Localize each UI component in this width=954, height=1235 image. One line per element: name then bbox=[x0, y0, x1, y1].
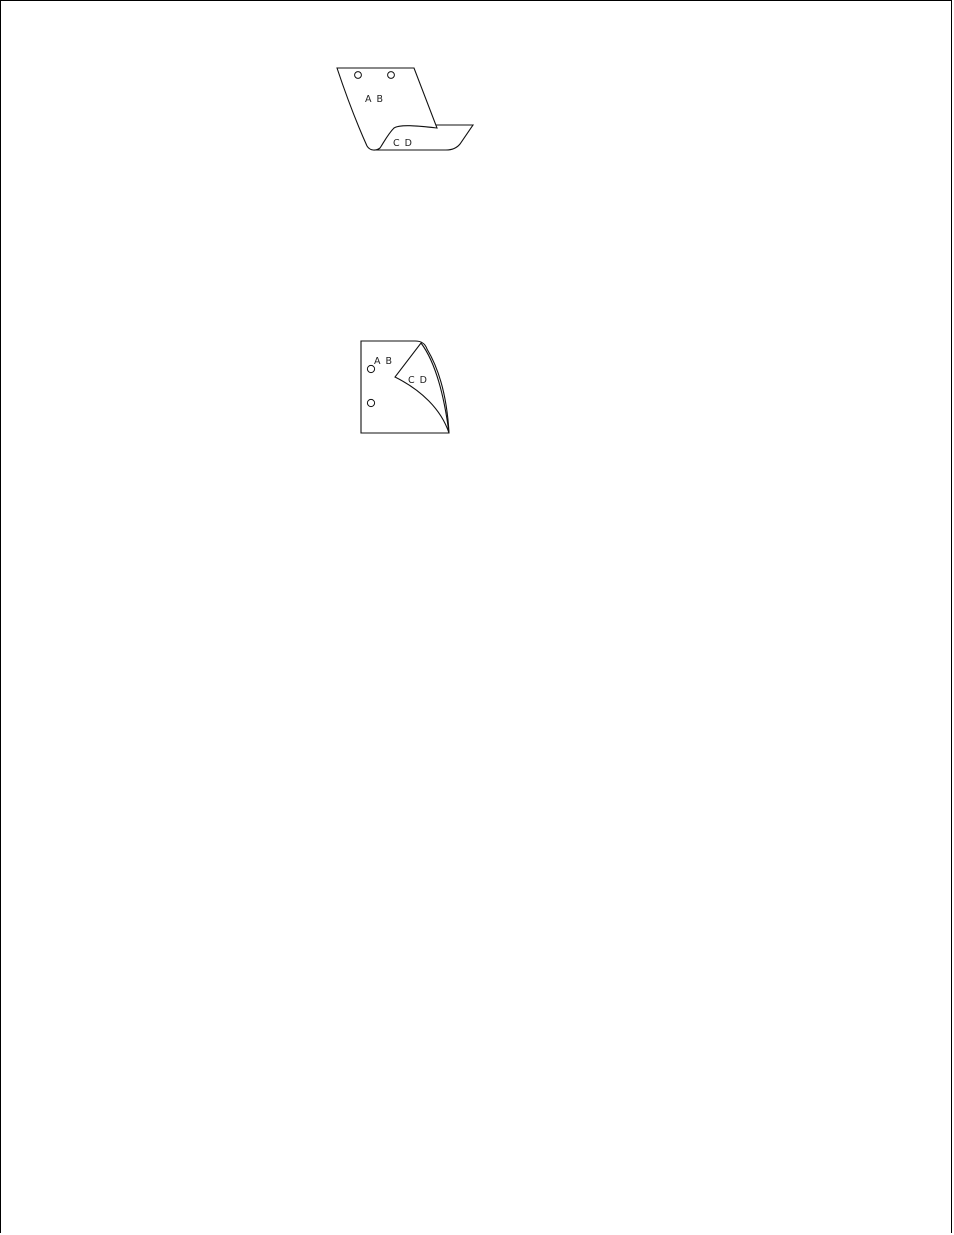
front-page-label: A B bbox=[374, 356, 393, 367]
binding-short-edge-figure: A B C D bbox=[355, 335, 455, 439]
punch-hole-icon bbox=[388, 72, 395, 79]
curled-paper-illustration: A B C D bbox=[355, 335, 455, 439]
folded-paper-illustration: A B C D bbox=[330, 60, 480, 155]
punch-hole-icon bbox=[355, 72, 362, 79]
front-page-label: A B bbox=[365, 94, 384, 105]
back-page-label: C D bbox=[393, 138, 413, 149]
binding-long-edge-figure: A B C D bbox=[330, 60, 480, 155]
back-page-label: C D bbox=[408, 375, 428, 386]
punch-hole-icon bbox=[367, 399, 374, 406]
